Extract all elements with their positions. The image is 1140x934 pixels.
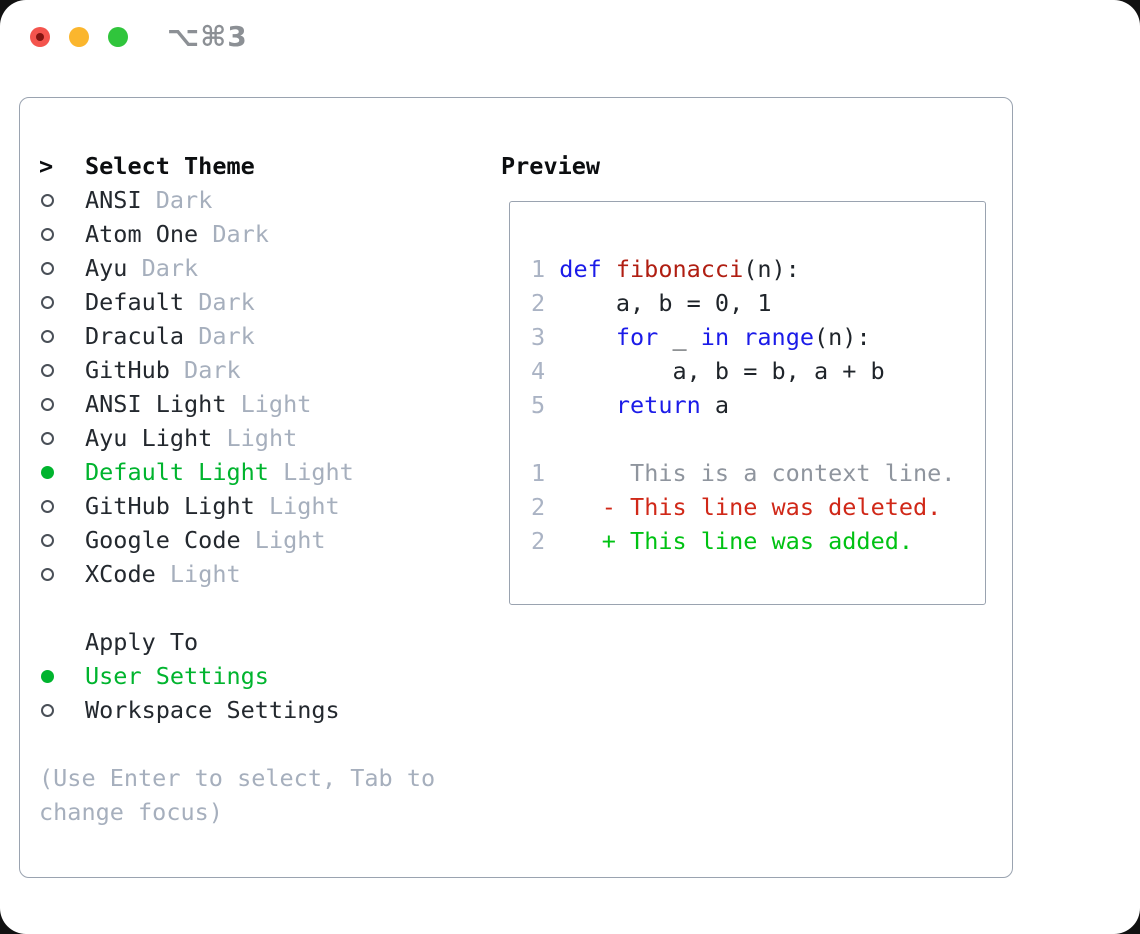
radio-marker (39, 465, 85, 479)
theme-name: Default (85, 288, 185, 316)
code-line: 2 + This line was added. (531, 527, 914, 555)
code-line: 1 This is a context line. (531, 459, 956, 487)
radio-marker (39, 431, 85, 445)
theme-name: GitHub (85, 356, 170, 384)
theme-name: Ayu (85, 254, 128, 282)
apply-option-workspace-settings[interactable]: Workspace Settings (39, 693, 479, 727)
theme-option-google-code[interactable]: Google Code Light (39, 523, 479, 557)
theme-variant: Dark (198, 322, 255, 350)
theme-option-github[interactable]: GitHub Dark (39, 353, 479, 387)
zoom-button[interactable] (108, 27, 128, 47)
titlebar: ⌥⌘3 (0, 0, 1140, 72)
window-title: ⌥⌘3 (167, 20, 248, 53)
theme-option-default[interactable]: Default Dark (39, 285, 479, 319)
theme-option-github-light[interactable]: GitHub Light Light (39, 489, 479, 523)
apply-option-user-settings[interactable]: User Settings (39, 659, 479, 693)
theme-option-ansi[interactable]: ANSI Dark (39, 183, 479, 217)
radio-marker (39, 295, 85, 309)
radio-marker (39, 703, 85, 717)
theme-name: GitHub Light (85, 492, 255, 520)
theme-option-ayu[interactable]: Ayu Dark (39, 251, 479, 285)
code-line: 3 for _ in range(n): (531, 323, 871, 351)
code-line: 4 a, b = b, a + b (531, 357, 885, 385)
traffic-lights (30, 27, 128, 47)
radio-unselected-icon (41, 431, 54, 445)
close-button[interactable] (30, 27, 50, 47)
code-line: 2 a, b = 0, 1 (531, 289, 772, 317)
radio-marker (39, 261, 85, 275)
theme-variant: Light (169, 560, 241, 588)
theme-option-xcode[interactable]: XCode Light (39, 557, 479, 591)
theme-name: Atom One (85, 220, 199, 248)
radio-marker (39, 227, 85, 241)
radio-marker (39, 669, 85, 683)
theme-option-dracula[interactable]: Dracula Dark (39, 319, 479, 353)
apply-to-header-row: Apply To (39, 625, 479, 659)
theme-variant: Light (283, 458, 354, 486)
theme-option-default-light[interactable]: Default Light Light (39, 455, 479, 489)
radio-unselected-icon (41, 567, 54, 581)
radio-unselected-icon (41, 397, 54, 411)
radio-selected-icon (41, 669, 54, 683)
minimize-button[interactable] (69, 27, 89, 47)
theme-variant: Dark (155, 186, 213, 214)
theme-option-atom-one[interactable]: Atom One Dark (39, 217, 479, 251)
theme-option-ayu-light[interactable]: Ayu Light Light (39, 421, 479, 455)
theme-variant: Dark (198, 288, 255, 316)
radio-unselected-icon (41, 295, 54, 309)
theme-variant: Light (226, 424, 298, 452)
theme-name: XCode (85, 560, 156, 588)
select-theme-header-row: > Select Theme (39, 149, 479, 183)
apply-to-header: Apply To (85, 628, 199, 656)
apply-option-label: User Settings (85, 662, 269, 690)
preview-header: Preview (501, 152, 601, 180)
code-line: 2 - This line was deleted. (531, 493, 942, 521)
theme-name: Default Light (85, 458, 269, 486)
radio-marker (39, 193, 85, 207)
theme-variant: Dark (212, 220, 269, 248)
theme-variant: Light (268, 492, 340, 520)
radio-unselected-icon (41, 261, 54, 275)
code-line (531, 422, 955, 456)
preview-box: 1 def fibonacci(n): 2 a, b = 0, 1 3 for _ … (509, 201, 986, 605)
select-theme-header: Select Theme (85, 152, 255, 180)
code-preview: 1 def fibonacci(n): 2 a, b = 0, 1 3 for _ … (531, 252, 955, 558)
radio-unselected-icon (41, 227, 54, 241)
code-line: 1 def fibonacci(n): (531, 255, 800, 283)
radio-marker (39, 499, 85, 513)
spacer-row (39, 591, 479, 625)
radio-unselected-icon (41, 703, 54, 717)
radio-marker (39, 567, 85, 581)
theme-name: ANSI (85, 186, 142, 214)
radio-marker (39, 329, 85, 343)
radio-unselected-icon (41, 363, 54, 377)
theme-variant: Dark (141, 254, 199, 282)
theme-name: Dracula (85, 322, 185, 350)
radio-marker (39, 363, 85, 377)
apply-option-label: Workspace Settings (85, 696, 340, 724)
theme-variant: Light (240, 390, 312, 418)
theme-name: Ayu Light (85, 424, 213, 452)
focus-cursor: > (39, 152, 85, 180)
theme-name: Google Code (85, 526, 241, 554)
theme-variant: Dark (184, 356, 241, 384)
cursor-arrow-icon: > (39, 152, 54, 180)
code-line: 5 return a (531, 391, 730, 419)
theme-name: ANSI Light (85, 390, 227, 418)
radio-unselected-icon (41, 193, 54, 207)
radio-marker (39, 533, 85, 547)
radio-selected-icon (41, 465, 54, 479)
radio-unselected-icon (41, 499, 54, 513)
radio-unselected-icon (41, 329, 54, 343)
theme-variant: Light (254, 526, 326, 554)
radio-marker (39, 397, 85, 411)
theme-option-ansi-light[interactable]: ANSI Light Light (39, 387, 479, 421)
radio-unselected-icon (41, 533, 54, 547)
hint-text: (Use Enter to select, Tab to change focu… (39, 764, 436, 826)
